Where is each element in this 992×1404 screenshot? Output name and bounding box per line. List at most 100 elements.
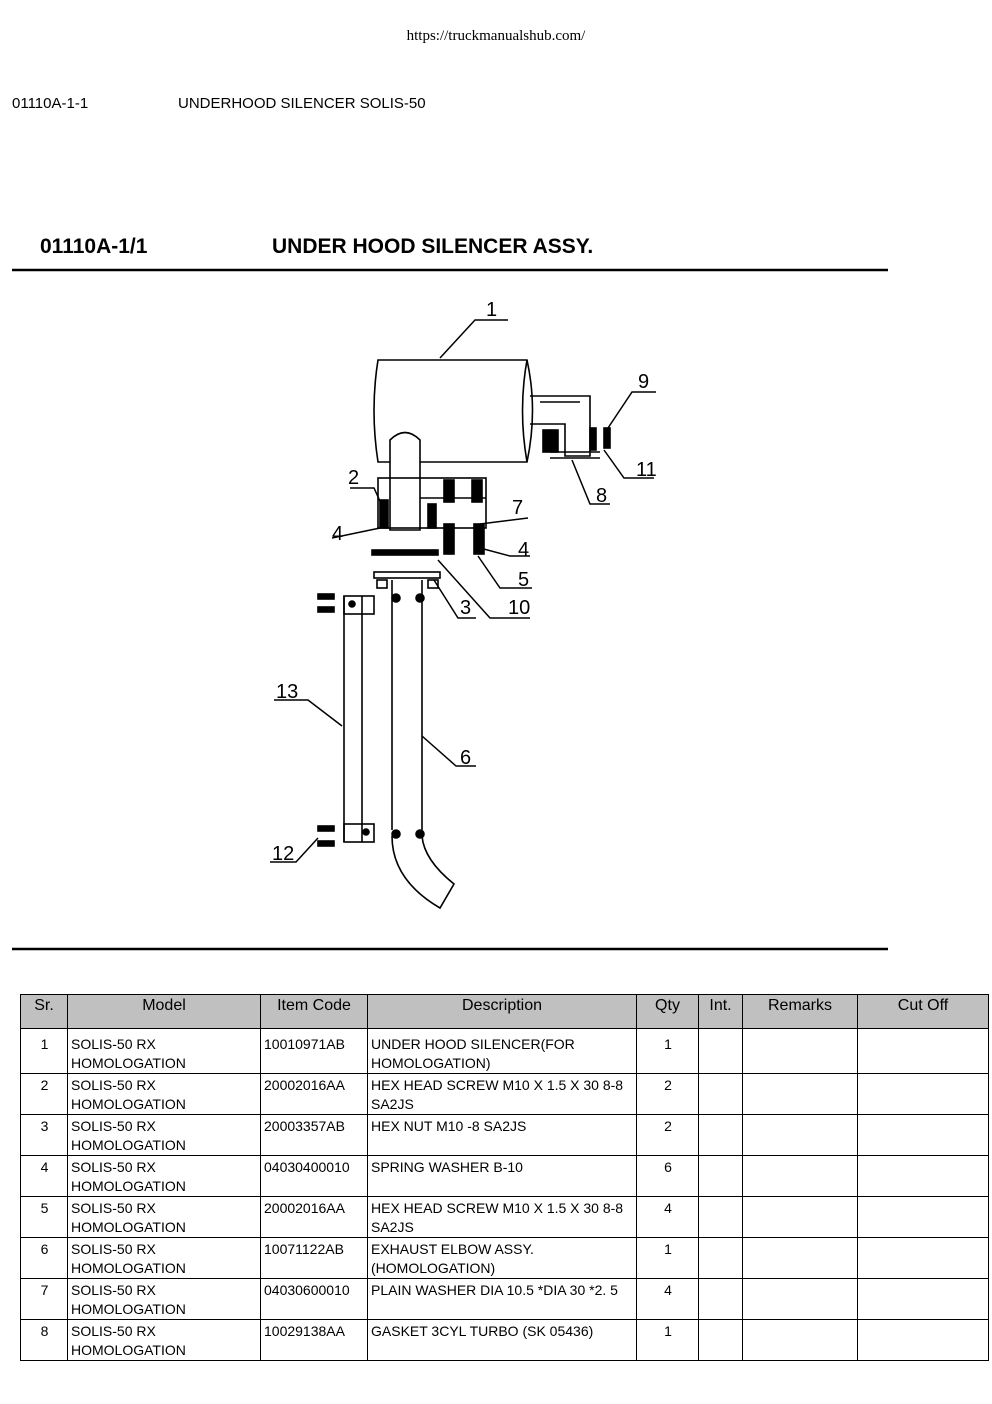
parts-table: Sr. Model Item Code Description Qty Int.… bbox=[20, 994, 989, 1361]
cell-model: SOLIS-50 RX HOMOLOGATION bbox=[67, 1278, 261, 1320]
cell-cut-off bbox=[857, 1319, 989, 1361]
cell-cut-off bbox=[857, 1073, 989, 1115]
cell-model: SOLIS-50 RX HOMOLOGATION bbox=[67, 1319, 261, 1361]
cell-cut-off bbox=[857, 1237, 989, 1279]
diagram-title: UNDER HOOD SILENCER ASSY. bbox=[272, 235, 593, 258]
cell-remarks bbox=[742, 1114, 858, 1156]
cell-model: SOLIS-50 RX HOMOLOGATION bbox=[67, 1237, 261, 1279]
callout-label: 7 bbox=[512, 497, 523, 519]
callout-label: 3 bbox=[460, 597, 471, 619]
callout-label: 12 bbox=[272, 843, 294, 865]
callout-label: 4 bbox=[518, 539, 529, 561]
col-header-item-code: Item Code bbox=[260, 994, 368, 1029]
callout-label: 10 bbox=[508, 597, 530, 619]
cell-remarks bbox=[742, 1237, 858, 1279]
cell-description: SPRING WASHER B-10 bbox=[367, 1155, 637, 1197]
cell-item-code: 04030400010 bbox=[260, 1155, 368, 1197]
table-row: 2 SOLIS-50 RX HOMOLOGATION 20002016AA HE… bbox=[20, 1073, 989, 1115]
cell-remarks bbox=[742, 1028, 858, 1074]
cell-sr: 4 bbox=[20, 1155, 68, 1197]
cell-int bbox=[698, 1073, 743, 1115]
callout-label: 2 bbox=[348, 467, 359, 489]
cell-sr: 7 bbox=[20, 1278, 68, 1320]
cell-qty: 2 bbox=[636, 1114, 699, 1156]
cell-sr: 1 bbox=[20, 1028, 68, 1074]
silencer-assembly-drawing bbox=[317, 359, 611, 910]
cell-model: SOLIS-50 RX HOMOLOGATION bbox=[67, 1114, 261, 1156]
cell-int bbox=[698, 1237, 743, 1279]
callout-label: 6 bbox=[460, 747, 471, 769]
cell-item-code: 20002016AA bbox=[260, 1196, 368, 1238]
cell-description: HEX HEAD SCREW M10 X 1.5 X 30 8-8 SA2JS bbox=[367, 1196, 637, 1238]
callout-label: 9 bbox=[638, 371, 649, 393]
exploded-parts-diagram: 01110A-1/1 UNDER HOOD SILENCER ASSY. bbox=[12, 235, 888, 951]
cell-remarks bbox=[742, 1073, 858, 1115]
cell-qty: 6 bbox=[636, 1155, 699, 1197]
page-title: UNDERHOOD SILENCER SOLIS-50 bbox=[178, 95, 426, 112]
cell-cut-off bbox=[857, 1114, 989, 1156]
table-row: 7 SOLIS-50 RX HOMOLOGATION 04030600010 P… bbox=[20, 1278, 989, 1320]
cell-description: GASKET 3CYL TURBO (SK 05436) bbox=[367, 1319, 637, 1361]
cell-qty: 2 bbox=[636, 1073, 699, 1115]
cell-description: HEX HEAD SCREW M10 X 1.5 X 30 8-8 SA2JS bbox=[367, 1073, 637, 1115]
cell-int bbox=[698, 1319, 743, 1361]
cell-remarks bbox=[742, 1196, 858, 1238]
cell-item-code: 04030600010 bbox=[260, 1278, 368, 1320]
cell-cut-off bbox=[857, 1155, 989, 1197]
cell-remarks bbox=[742, 1278, 858, 1320]
cell-description: EXHAUST ELBOW ASSY. (HOMOLOGATION) bbox=[367, 1237, 637, 1279]
callout-leaders bbox=[270, 319, 656, 863]
cell-sr: 3 bbox=[20, 1114, 68, 1156]
table-row: 6 SOLIS-50 RX HOMOLOGATION 10071122AB EX… bbox=[20, 1237, 989, 1279]
col-header-remarks: Remarks bbox=[742, 994, 858, 1029]
cell-item-code: 10071122AB bbox=[260, 1237, 368, 1279]
table-row: 5 SOLIS-50 RX HOMOLOGATION 20002016AA HE… bbox=[20, 1196, 989, 1238]
cell-int bbox=[698, 1155, 743, 1197]
cell-qty: 4 bbox=[636, 1278, 699, 1320]
cell-item-code: 10010971AB bbox=[260, 1028, 368, 1074]
callout-label: 11 bbox=[636, 459, 657, 481]
page-code: 01110A-1-1 bbox=[12, 95, 89, 112]
cell-model: SOLIS-50 RX HOMOLOGATION bbox=[67, 1073, 261, 1115]
col-header-sr: Sr. bbox=[20, 994, 68, 1029]
col-header-int: Int. bbox=[698, 994, 743, 1029]
cell-description: HEX NUT M10 -8 SA2JS bbox=[367, 1114, 637, 1156]
cell-description: UNDER HOOD SILENCER(FOR HOMOLOGATION) bbox=[367, 1028, 637, 1074]
table-header-row: Sr. Model Item Code Description Qty Int.… bbox=[20, 994, 989, 1029]
col-header-qty: Qty bbox=[636, 994, 699, 1029]
cell-qty: 4 bbox=[636, 1196, 699, 1238]
cell-model: SOLIS-50 RX HOMOLOGATION bbox=[67, 1155, 261, 1197]
cell-qty: 1 bbox=[636, 1028, 699, 1074]
cell-sr: 8 bbox=[20, 1319, 68, 1361]
cell-item-code: 20003357AB bbox=[260, 1114, 368, 1156]
callout-label: 8 bbox=[596, 485, 607, 507]
cell-int bbox=[698, 1196, 743, 1238]
cell-sr: 2 bbox=[20, 1073, 68, 1115]
cell-qty: 1 bbox=[636, 1319, 699, 1361]
callout-labels: 1 2 3 4 4 5 6 7 8 9 10 11 12 13 bbox=[272, 299, 657, 865]
cell-cut-off bbox=[857, 1028, 989, 1074]
cell-cut-off bbox=[857, 1278, 989, 1320]
cell-description: PLAIN WASHER DIA 10.5 *DIA 30 *2. 5 bbox=[367, 1278, 637, 1320]
callout-label: 13 bbox=[276, 681, 298, 703]
col-header-description: Description bbox=[367, 994, 637, 1029]
cell-cut-off bbox=[857, 1196, 989, 1238]
cell-remarks bbox=[742, 1155, 858, 1197]
cell-int bbox=[698, 1114, 743, 1156]
cell-int bbox=[698, 1028, 743, 1074]
cell-item-code: 20002016AA bbox=[260, 1073, 368, 1115]
table-row: 1 SOLIS-50 RX HOMOLOGATION 10010971AB UN… bbox=[20, 1028, 989, 1074]
callout-label: 4 bbox=[332, 523, 343, 545]
source-url[interactable]: https://truckmanualshub.com/ bbox=[406, 28, 586, 44]
cell-sr: 6 bbox=[20, 1237, 68, 1279]
cell-item-code: 10029138AA bbox=[260, 1319, 368, 1361]
table-row: 4 SOLIS-50 RX HOMOLOGATION 04030400010 S… bbox=[20, 1155, 989, 1197]
table-row: 8 SOLIS-50 RX HOMOLOGATION 10029138AA GA… bbox=[20, 1319, 989, 1361]
diagram-code: 01110A-1/1 bbox=[40, 235, 148, 258]
cell-qty: 1 bbox=[636, 1237, 699, 1279]
cell-model: SOLIS-50 RX HOMOLOGATION bbox=[67, 1028, 261, 1074]
callout-label: 5 bbox=[518, 569, 529, 591]
col-header-cut-off: Cut Off bbox=[857, 994, 989, 1029]
col-header-model: Model bbox=[67, 994, 261, 1029]
cell-model: SOLIS-50 RX HOMOLOGATION bbox=[67, 1196, 261, 1238]
